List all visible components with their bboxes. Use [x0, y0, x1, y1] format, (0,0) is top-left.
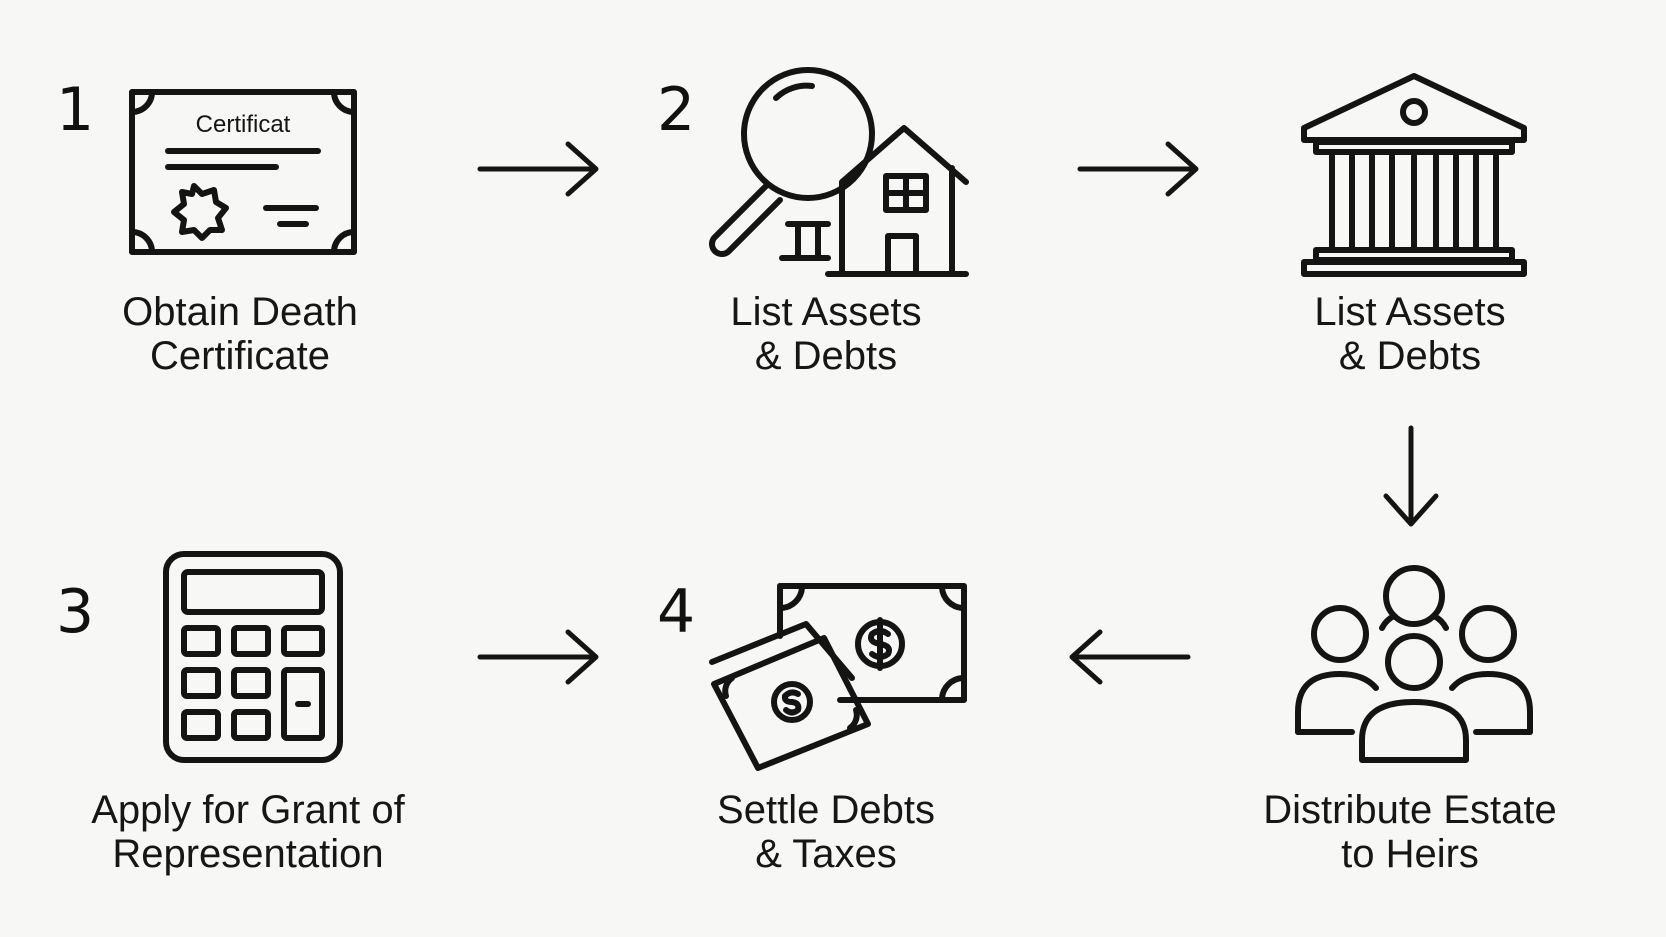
step-4-label: Settle Debts& Taxes	[717, 788, 935, 876]
arrow-right-3	[477, 629, 599, 685]
money-icon	[709, 583, 967, 771]
step-bank-label: List Assets& Debts	[1314, 290, 1506, 378]
step-1-number: 1	[56, 75, 95, 145]
magnifier-house-icon	[709, 67, 969, 277]
arrow-right-1	[477, 141, 599, 197]
arrow-down	[1383, 425, 1439, 527]
calculator-icon	[163, 551, 343, 763]
bank-icon	[1301, 73, 1527, 277]
arrow-left	[1069, 629, 1191, 685]
certificate-icon: Certificat	[129, 89, 357, 255]
step-4-number: 4	[657, 577, 696, 647]
step-2-label: List Assets& Debts	[730, 290, 922, 378]
certificate-icon-text: Certificat	[196, 111, 291, 138]
arrow-right-2	[1077, 141, 1199, 197]
step-3-number: 3	[56, 577, 95, 647]
people-icon	[1295, 565, 1533, 763]
step-2-number: 2	[657, 75, 696, 145]
